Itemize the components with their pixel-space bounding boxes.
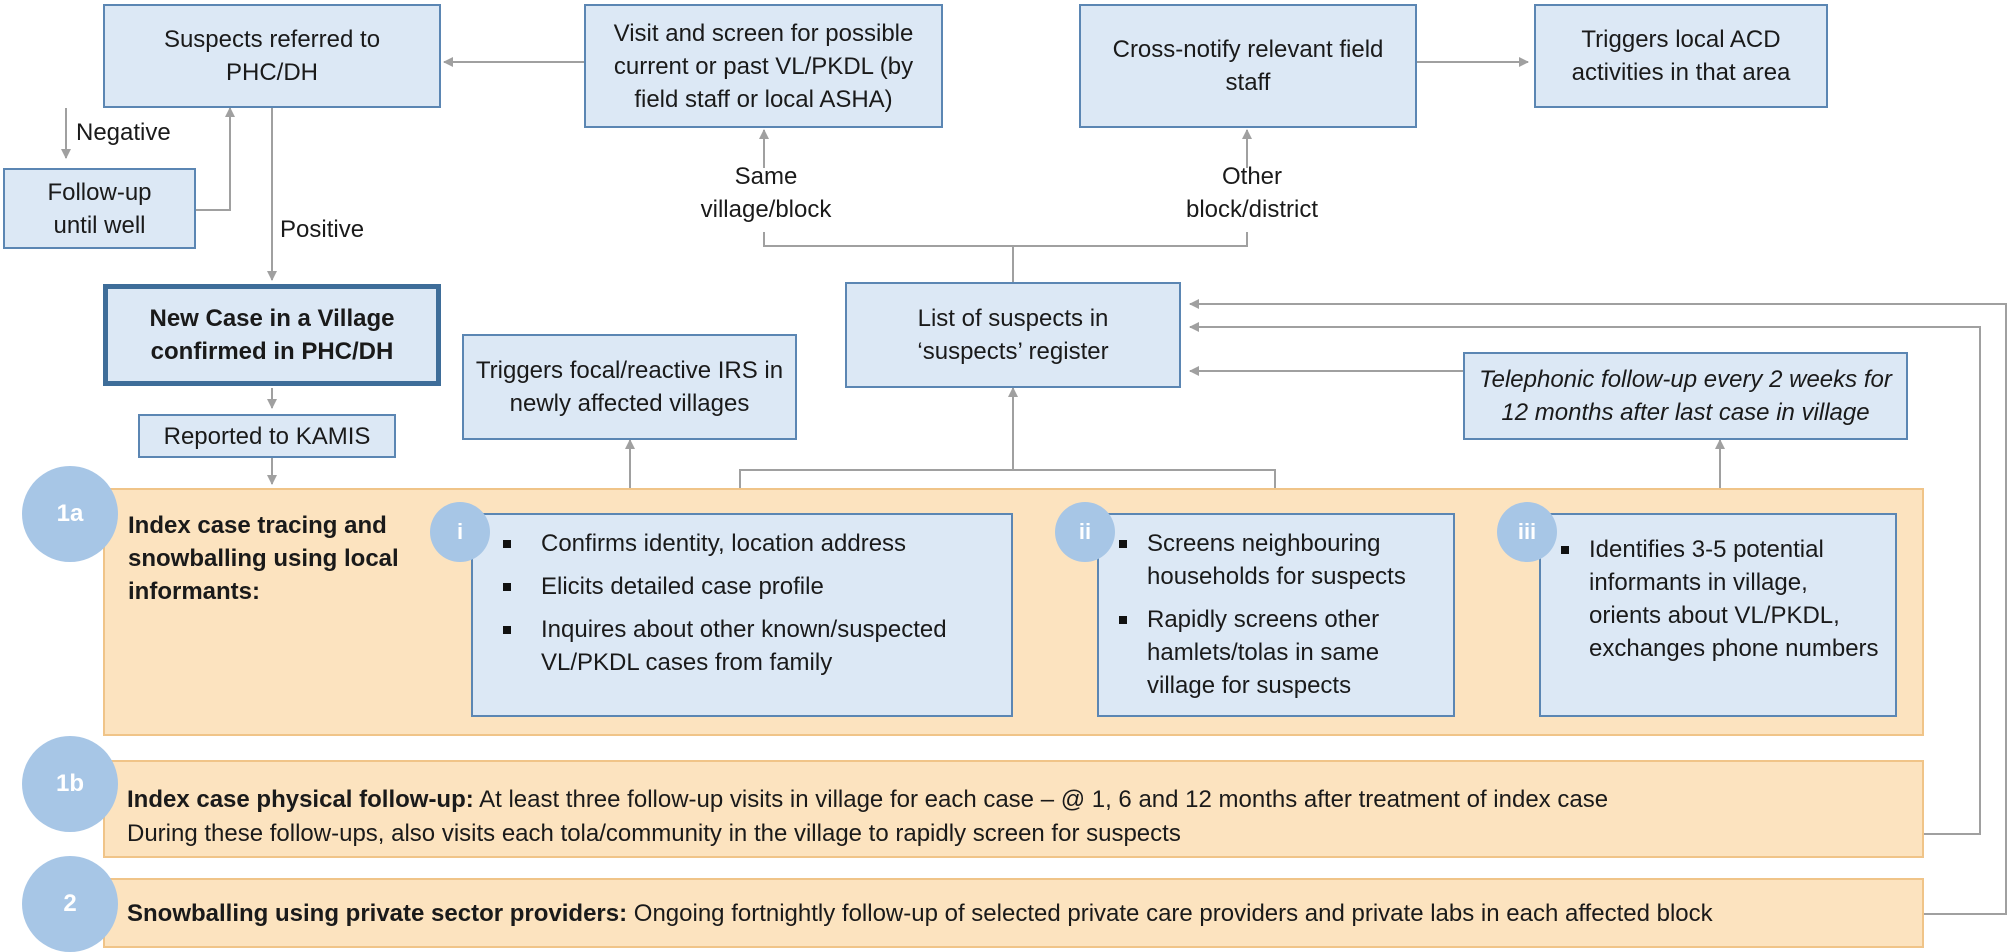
reported-kamis-box: Reported to KAMIS	[138, 414, 396, 458]
section-1a-badge: 1a	[22, 466, 118, 562]
cross-notify-box: Cross-notify relevant field staff	[1079, 4, 1417, 128]
list-item: Inquires about other known/suspected VL/…	[493, 613, 999, 679]
triggers-acd-box: Triggers local ACD activities in that ar…	[1534, 4, 1828, 108]
arrow-1b-to-list	[1189, 322, 1981, 835]
section-1b-line1: Index case physical follow-up: At least …	[127, 784, 1608, 816]
section-1b-line2: During these follow-ups, also visits eac…	[127, 820, 1181, 847]
section-2-badge: 2	[22, 856, 118, 952]
sub-ii-badge: ii	[1055, 502, 1115, 562]
sub-ii-list: Screens neighbouring households for susp…	[1097, 513, 1455, 717]
telephonic-followup-box: Telephonic follow-up every 2 weeks for 1…	[1463, 352, 1908, 440]
section-2-line: Snowballing using private sector provide…	[127, 898, 1713, 930]
new-case-box: New Case in a Village confirmed in PHC/D…	[103, 284, 441, 386]
same-village-label: Same village/block	[700, 163, 832, 223]
section-1b-bold: Index case physical follow-up:	[127, 786, 474, 813]
list-item: Identifies 3-5 potential informants in v…	[1551, 533, 1883, 665]
list-of-suspects-box: List of suspects in ‘suspects’ register	[845, 282, 1181, 388]
arrow-followup-back	[196, 107, 235, 211]
visit-screen-box: Visit and screen for possible current or…	[584, 4, 943, 128]
sub-iii-badge: iii	[1497, 502, 1557, 562]
list-item: Rapidly screens other hamlets/tolas in s…	[1109, 603, 1441, 702]
triggers-irs-box: Triggers focal/reactive IRS in newly aff…	[462, 334, 797, 440]
sub-iii-list: Identifies 3-5 potential informants in v…	[1539, 513, 1897, 717]
list-item: Confirms identity, location address	[493, 527, 999, 560]
positive-label: Positive	[280, 216, 365, 243]
negative-label: Negative	[76, 119, 171, 146]
list-item: Screens neighbouring households for susp…	[1109, 527, 1441, 593]
section-1b-badge: 1b	[22, 736, 118, 832]
sub-i-list: Confirms identity, location address Elic…	[471, 513, 1013, 717]
arrow-2-to-list	[1189, 299, 2007, 915]
list-item: Elicits detailed case profile	[493, 570, 999, 603]
section-2-bold: Snowballing using private sector provide…	[127, 900, 628, 927]
connector-list-split	[763, 232, 1014, 282]
suspects-referred-box: Suspects referred to PHC/DH	[103, 4, 441, 108]
section-1b-text: At least three follow-up visits in villa…	[479, 786, 1609, 813]
other-block-label: Other block/district	[1185, 163, 1319, 223]
section-1a-title: Index case tracing and snowballing using…	[128, 512, 399, 605]
section-1b-panel	[103, 760, 1924, 858]
section-2-text: Ongoing fortnightly follow-up of selecte…	[633, 900, 1713, 927]
sub-i-badge: i	[430, 502, 490, 562]
follow-up-until-well-box: Follow-up until well	[3, 168, 196, 249]
section-2-panel	[103, 878, 1924, 948]
